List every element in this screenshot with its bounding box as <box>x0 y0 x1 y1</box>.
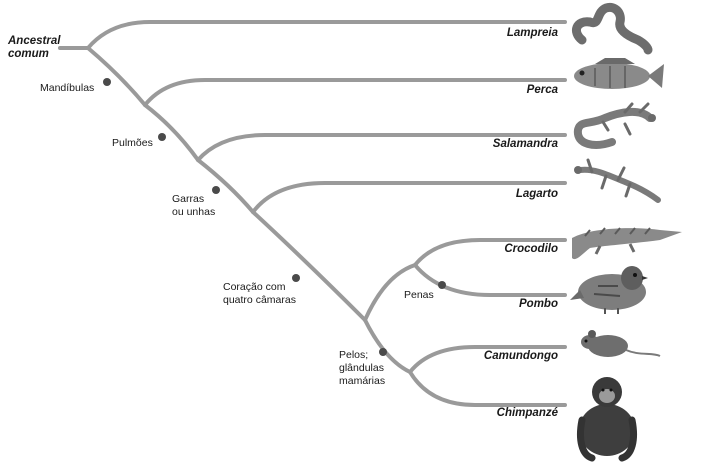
trunk-4 <box>251 210 367 322</box>
branch-pombo <box>413 263 567 297</box>
label-garras-line1: Garras <box>172 193 205 205</box>
chimpanzee-icon <box>576 377 638 462</box>
branch-lampreia <box>86 20 567 50</box>
label-mandibulas-text: Mandíbulas <box>40 82 95 94</box>
label-coracao-line2: quatro câmaras <box>223 294 296 306</box>
branch-chimpanze <box>408 370 567 407</box>
taxon-lagarto: Lagarto <box>515 188 558 200</box>
pigeon-icon <box>570 266 648 314</box>
node-coracao <box>292 274 300 282</box>
trunk-2 <box>143 103 200 162</box>
root-label: Ancestral comum <box>8 35 60 61</box>
node-pulmoes <box>158 133 166 141</box>
label-coracao-line1: Coração com <box>223 281 286 293</box>
node-penas <box>438 281 446 289</box>
label-penas-text: Penas <box>404 289 434 301</box>
label-pelos-line1: Pelos; <box>339 349 369 361</box>
salamander-icon <box>573 102 656 149</box>
label-pelos-line3: mamárias <box>339 375 386 387</box>
root-label-line2: comum <box>8 48 49 60</box>
perch-icon <box>574 58 664 89</box>
crocodile-icon <box>572 227 682 260</box>
label-pelos-line2: glândulas <box>339 362 384 374</box>
node-garras <box>212 186 220 194</box>
taxon-chimpanze: Chimpanzé <box>496 407 558 419</box>
label-garras-line2: ou unhas <box>172 206 216 218</box>
mouse-icon <box>581 330 661 357</box>
label-penas: Penas <box>404 289 434 302</box>
taxon-crocodilo: Crocodilo <box>504 243 558 255</box>
branch-lagarto <box>251 181 567 214</box>
label-garras: Garras ou unhas <box>172 193 215 219</box>
taxon-pombo: Pombo <box>519 298 558 310</box>
root-label-line1: Ancestral <box>8 35 61 47</box>
branch-camundongo <box>408 345 567 374</box>
taxon-camundongo: Camundongo <box>483 350 558 362</box>
label-pelos: Pelos; glândulas mamárias <box>339 349 385 388</box>
lamprey-icon <box>572 2 653 55</box>
branch-salamandra <box>196 133 567 162</box>
branch-aves-crocs <box>363 263 417 322</box>
lizard-icon <box>574 158 661 203</box>
node-mandibulas <box>103 78 111 86</box>
label-pulmoes: Pulmões <box>112 137 153 150</box>
trunk-3 <box>196 158 255 214</box>
taxon-lampreia: Lampreia <box>506 27 558 39</box>
branch-crocodilo <box>413 238 567 267</box>
label-mandibulas: Mandíbulas <box>40 82 94 95</box>
taxon-perca: Perca <box>526 84 558 96</box>
label-pulmoes-text: Pulmões <box>112 137 153 149</box>
trunk-1 <box>86 46 147 107</box>
taxon-salamandra: Salamandra <box>492 138 558 150</box>
label-coracao: Coração com quatro câmaras <box>223 281 296 307</box>
node-pelos <box>379 348 387 356</box>
branch-perca <box>143 78 567 107</box>
